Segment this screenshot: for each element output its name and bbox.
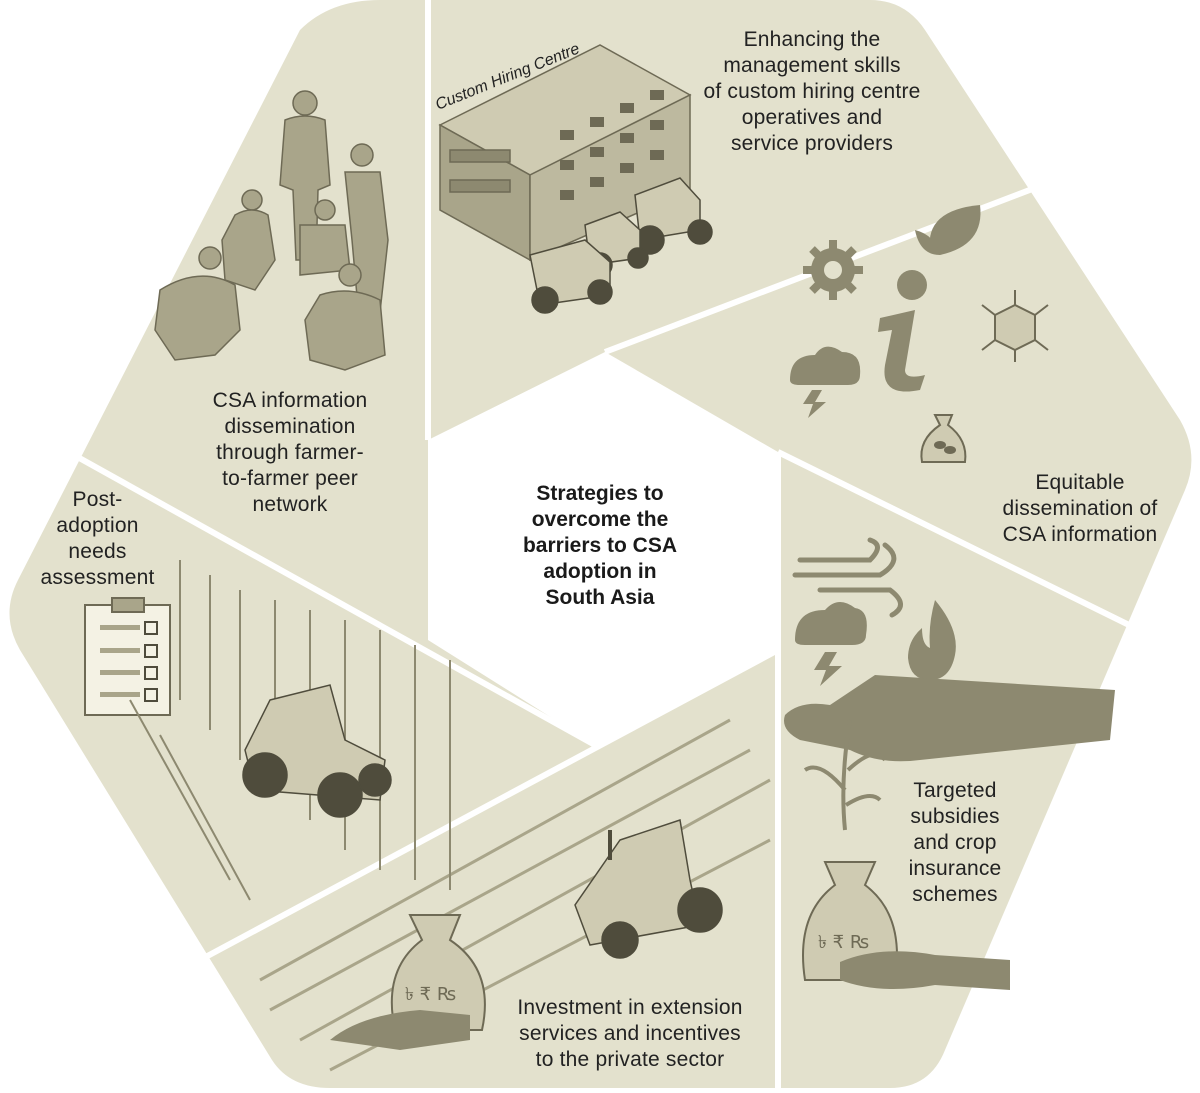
storm-cloud-icon [790, 346, 861, 418]
storm-cloud-icon-2 [795, 601, 867, 686]
segment-dividers [18, 0, 1200, 1088]
center-hexagon [428, 352, 778, 745]
money-symbols-right: ৳ ₹ ₨ [818, 932, 869, 953]
group-of-farmers-icon [154, 90, 389, 371]
leaf-icon [915, 205, 981, 255]
hand-with-seedling-icon [784, 675, 1115, 831]
seed-bag-icon [920, 414, 967, 463]
building-icon [438, 44, 692, 262]
label-peer-network: CSA information dissemination through fa… [212, 389, 368, 516]
fire-icon [908, 600, 956, 680]
money-symbols-bottom: ৳ ₹ ₨ [405, 984, 456, 1005]
money-bag-icon-2 [330, 914, 486, 1050]
label-investment: Investment in extension services and inc… [517, 996, 743, 1071]
info-icon [878, 270, 927, 392]
wind-icon [792, 537, 903, 618]
tractor-icon-2 [574, 819, 723, 959]
label-subsidies: Targeted subsidies and crop insurance sc… [908, 779, 1002, 906]
clipboard-checklist-icon [84, 597, 171, 716]
money-bag-icon [802, 861, 1010, 990]
tractor-icon-3 [242, 684, 392, 818]
center-title: Strategies to overcome the barriers to C… [522, 482, 678, 609]
cube-network-icon [981, 290, 1049, 362]
gear-icon [803, 240, 863, 300]
label-post-adoption: Post- adoption needs assessment [40, 488, 155, 589]
label-equitable: Equitable dissemination of CSA informati… [1002, 471, 1158, 546]
tractor-icon [529, 177, 713, 314]
label-management: Enhancing the management skills of custo… [703, 28, 921, 155]
